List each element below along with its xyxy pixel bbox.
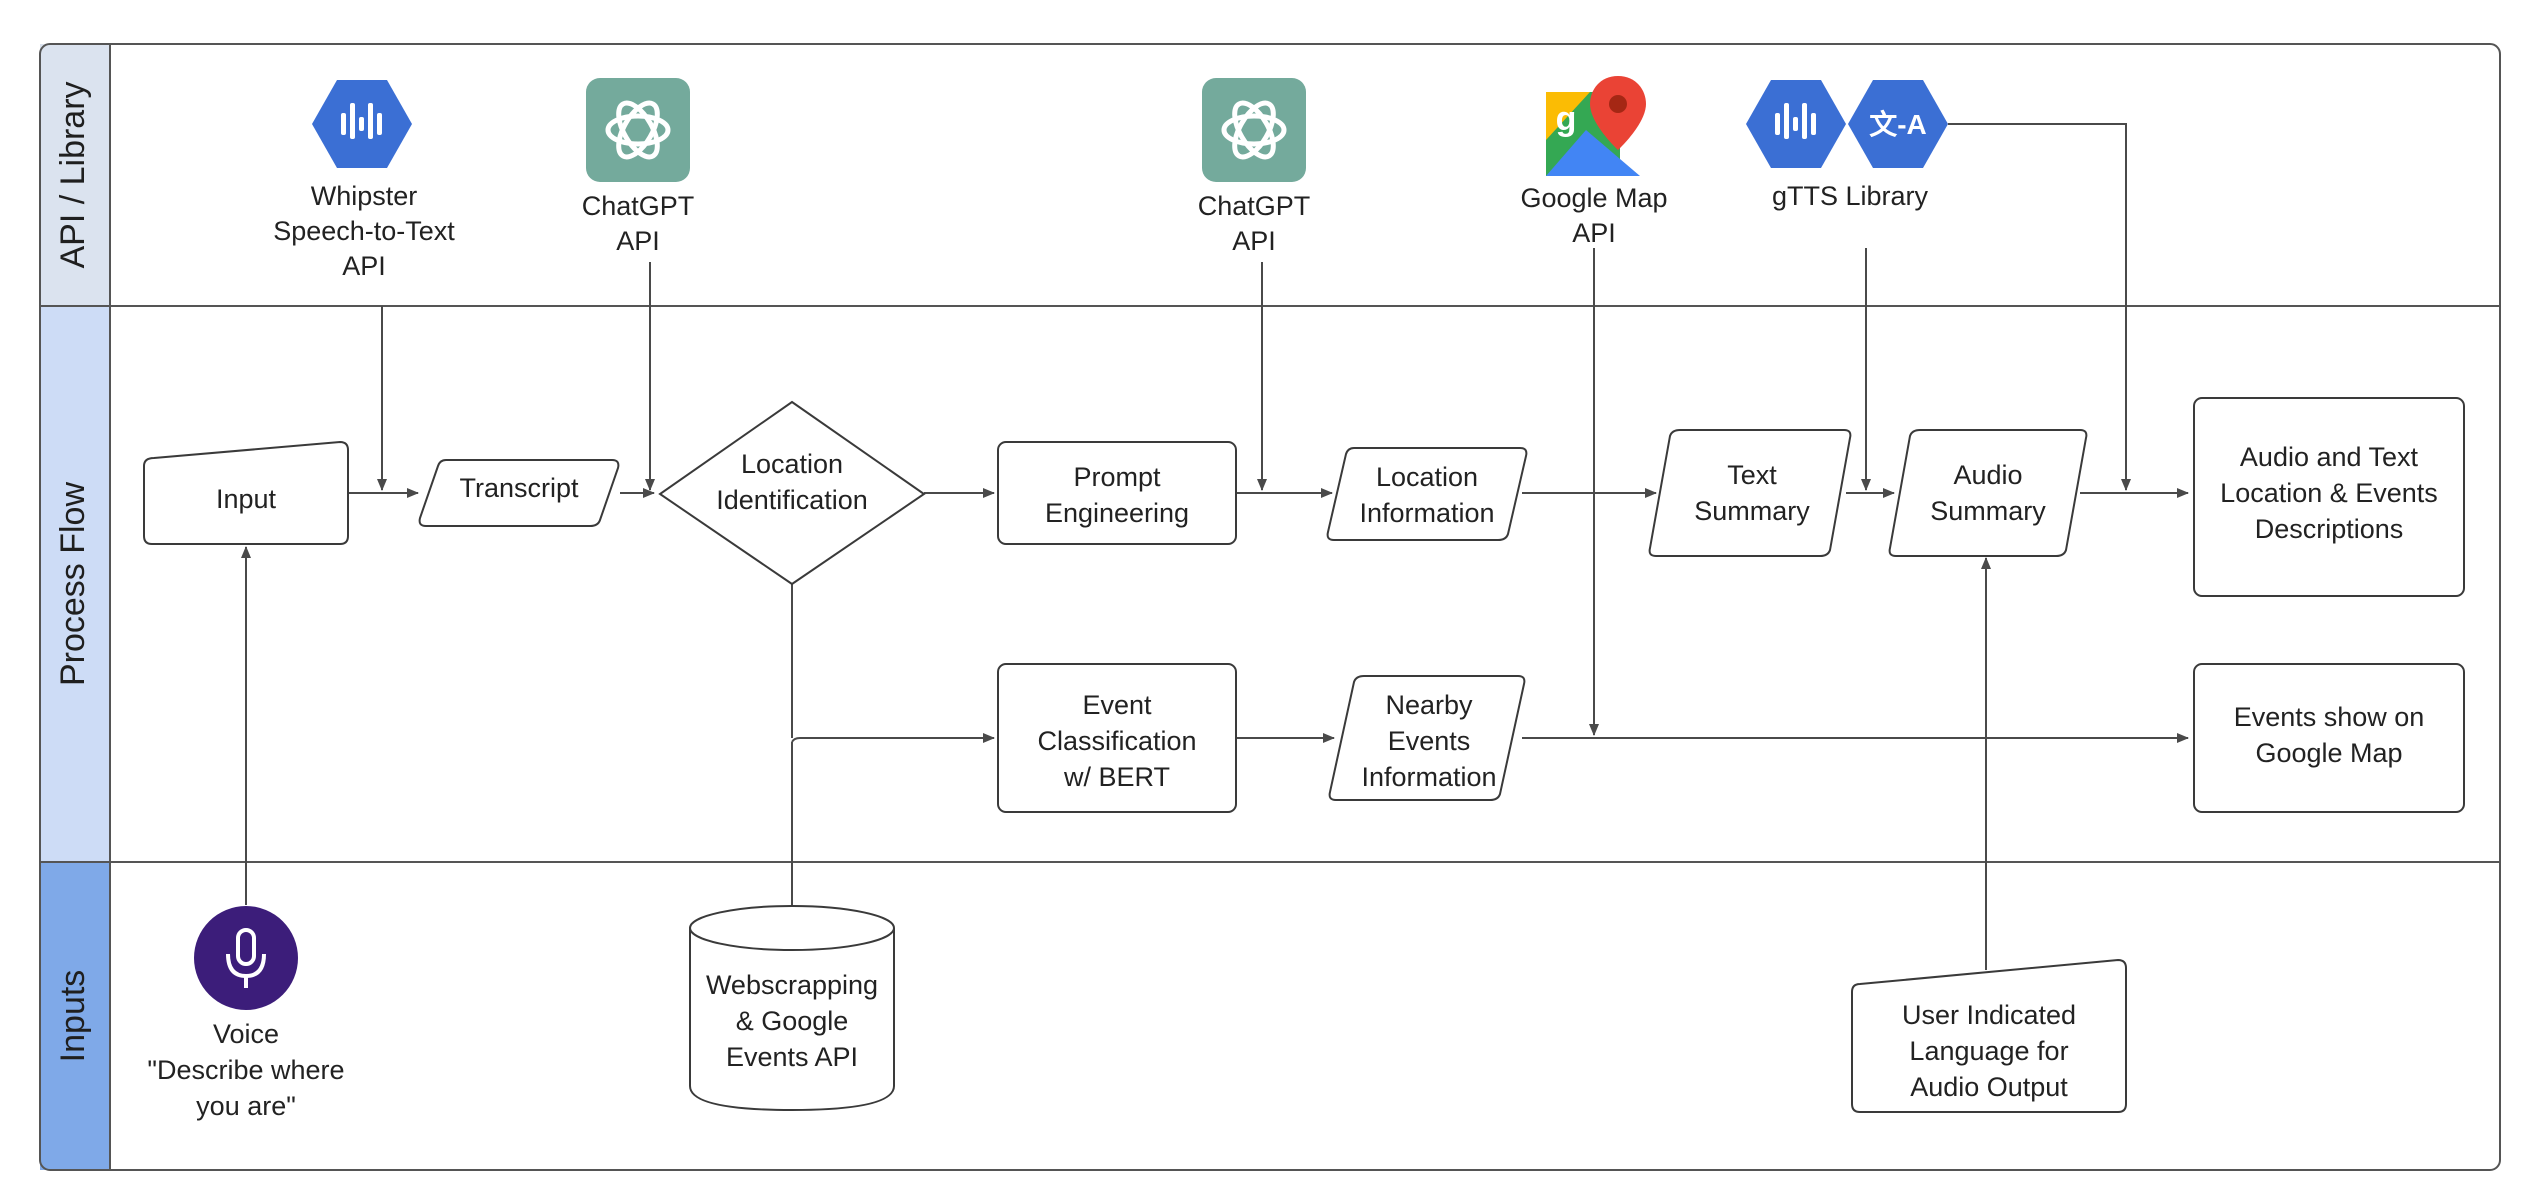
chatgpt-api-label: ChatGPT <box>582 191 695 221</box>
location-identification-label: Identification <box>716 485 868 515</box>
lane-label-band-api <box>40 44 110 306</box>
text-summary-label: Summary <box>1694 496 1810 526</box>
chatgpt-logo-icon <box>1202 78 1306 182</box>
translate-glyph: 文-A <box>1869 108 1927 140</box>
nearby-events-node: Nearby Events Information <box>1328 675 1526 801</box>
location-information-node: Location Information <box>1326 447 1528 541</box>
voice-label: you are" <box>196 1091 296 1121</box>
audio-summary-node: Audio Summary <box>1888 429 2088 557</box>
location-information-box <box>1326 447 1528 541</box>
whisper-api-label: API <box>342 251 386 281</box>
chatgpt-api-1: ChatGPT API <box>582 78 695 256</box>
user-language-label: User Indicated <box>1902 1000 2076 1030</box>
database-cylinder <box>689 928 895 1112</box>
text-summary-label: Text <box>1727 460 1777 490</box>
chatgpt-logo-icon <box>586 78 690 182</box>
chatgpt-api-2: ChatGPT API <box>1198 78 1311 256</box>
prompt-engineering-label: Prompt <box>1073 462 1161 492</box>
output-audio-text-node: Audio and Text Location & Events Descrip… <box>2193 397 2465 597</box>
output-audio-text-label: Location & Events <box>2220 478 2438 508</box>
location-information-label: Location <box>1376 462 1478 492</box>
nearby-events-label: Events <box>1388 726 1471 756</box>
voice-label: "Describe where <box>147 1055 344 1085</box>
transcript-label: Transcript <box>459 473 579 503</box>
input-box <box>143 440 349 545</box>
arrow-to-event-classification <box>791 733 995 743</box>
nearby-events-label: Nearby <box>1385 690 1473 720</box>
audio-summary-label: Audio <box>1953 460 2022 490</box>
chatgpt-api-label: ChatGPT <box>1198 191 1311 221</box>
whisper-api: Whipster Speech-to-Text API <box>273 80 455 281</box>
lane-label-inputs: Inputs <box>54 970 92 1063</box>
lane-label-band-process <box>40 306 110 862</box>
webscrapping-label: & Google <box>736 1006 849 1036</box>
whisper-api-label: Speech-to-Text <box>273 216 455 246</box>
event-classification-box <box>997 663 1237 813</box>
user-language-label: Language for <box>1909 1036 2068 1066</box>
text-summary-box <box>1648 429 1852 557</box>
audio-summary-box <box>1888 429 2088 557</box>
swimlane-frame: API / Library Process Flow Inputs <box>39 43 2501 1171</box>
location-identification-node: Location Identification <box>658 400 926 586</box>
webscrapping-label: Events API <box>726 1042 858 1072</box>
nearby-events-label: Information <box>1361 762 1496 792</box>
user-language-label: Audio Output <box>1910 1072 2068 1102</box>
google-map-api-label: Google Map <box>1520 183 1667 213</box>
translate-icon <box>1848 80 1948 168</box>
user-language-box <box>1851 958 2127 1113</box>
input-node: Input <box>143 440 349 545</box>
database-cylinder-top <box>689 905 895 951</box>
event-classification-label: w/ BERT <box>1063 762 1170 792</box>
lane-label-process: Process Flow <box>54 482 92 686</box>
audio-summary-label: Summary <box>1930 496 2046 526</box>
events-map-box <box>2193 663 2465 813</box>
diagram-border <box>39 43 2501 1171</box>
google-maps-icon: g <box>1546 76 1646 176</box>
location-identification-diamond <box>658 400 926 586</box>
lane-label-band-inputs <box>40 862 110 1170</box>
transcript-box <box>418 459 620 527</box>
chatgpt-api-label: API <box>1232 226 1276 256</box>
events-map-node: Events show on Google Map <box>2193 663 2465 813</box>
gtts-library-label: gTTS Library <box>1772 181 1929 211</box>
webscrapping-database: Webscrapping & Google Events API <box>689 905 895 1112</box>
webscrapping-label: Webscrapping <box>706 970 878 1000</box>
connectors <box>241 123 2189 970</box>
prompt-engineering-box <box>997 441 1237 545</box>
voice-label: Voice <box>213 1019 279 1049</box>
google-map-api-label: API <box>1572 218 1616 248</box>
google-map-api: g Google Map API <box>1520 76 1668 248</box>
location-identification-label: Location <box>741 449 843 479</box>
microphone-icon <box>194 906 298 1010</box>
chatgpt-api-label: API <box>616 226 660 256</box>
text-summary-node: Text Summary <box>1648 429 1852 557</box>
event-classification-label: Classification <box>1037 726 1196 756</box>
lane-label-api: API / Library <box>54 81 92 268</box>
gtts-library: 文-A gTTS Library <box>1746 80 1948 211</box>
prompt-engineering-node: Prompt Engineering <box>997 441 1237 545</box>
output-audio-text-box <box>2193 397 2465 597</box>
transcript-node: Transcript <box>418 459 620 527</box>
location-information-label: Information <box>1359 498 1494 528</box>
svg-text:g: g <box>1556 100 1577 138</box>
event-classification-label: Event <box>1082 690 1152 720</box>
nearby-events-box <box>1328 675 1526 801</box>
arrow-translate-to-output <box>1948 123 2131 491</box>
prompt-engineering-label: Engineering <box>1045 498 1189 528</box>
events-map-label: Google Map <box>2255 738 2402 768</box>
event-classification-node: Event Classification w/ BERT <box>997 663 1237 813</box>
events-map-label: Events show on <box>2234 702 2425 732</box>
input-label: Input <box>216 484 277 514</box>
whisper-api-label: Whipster <box>311 181 418 211</box>
output-audio-text-label: Descriptions <box>2255 514 2404 544</box>
output-audio-text-label: Audio and Text <box>2240 442 2419 472</box>
voice-input: Voice "Describe where you are" <box>147 906 345 1121</box>
user-language-input: User Indicated Language for Audio Output <box>1851 958 2127 1113</box>
